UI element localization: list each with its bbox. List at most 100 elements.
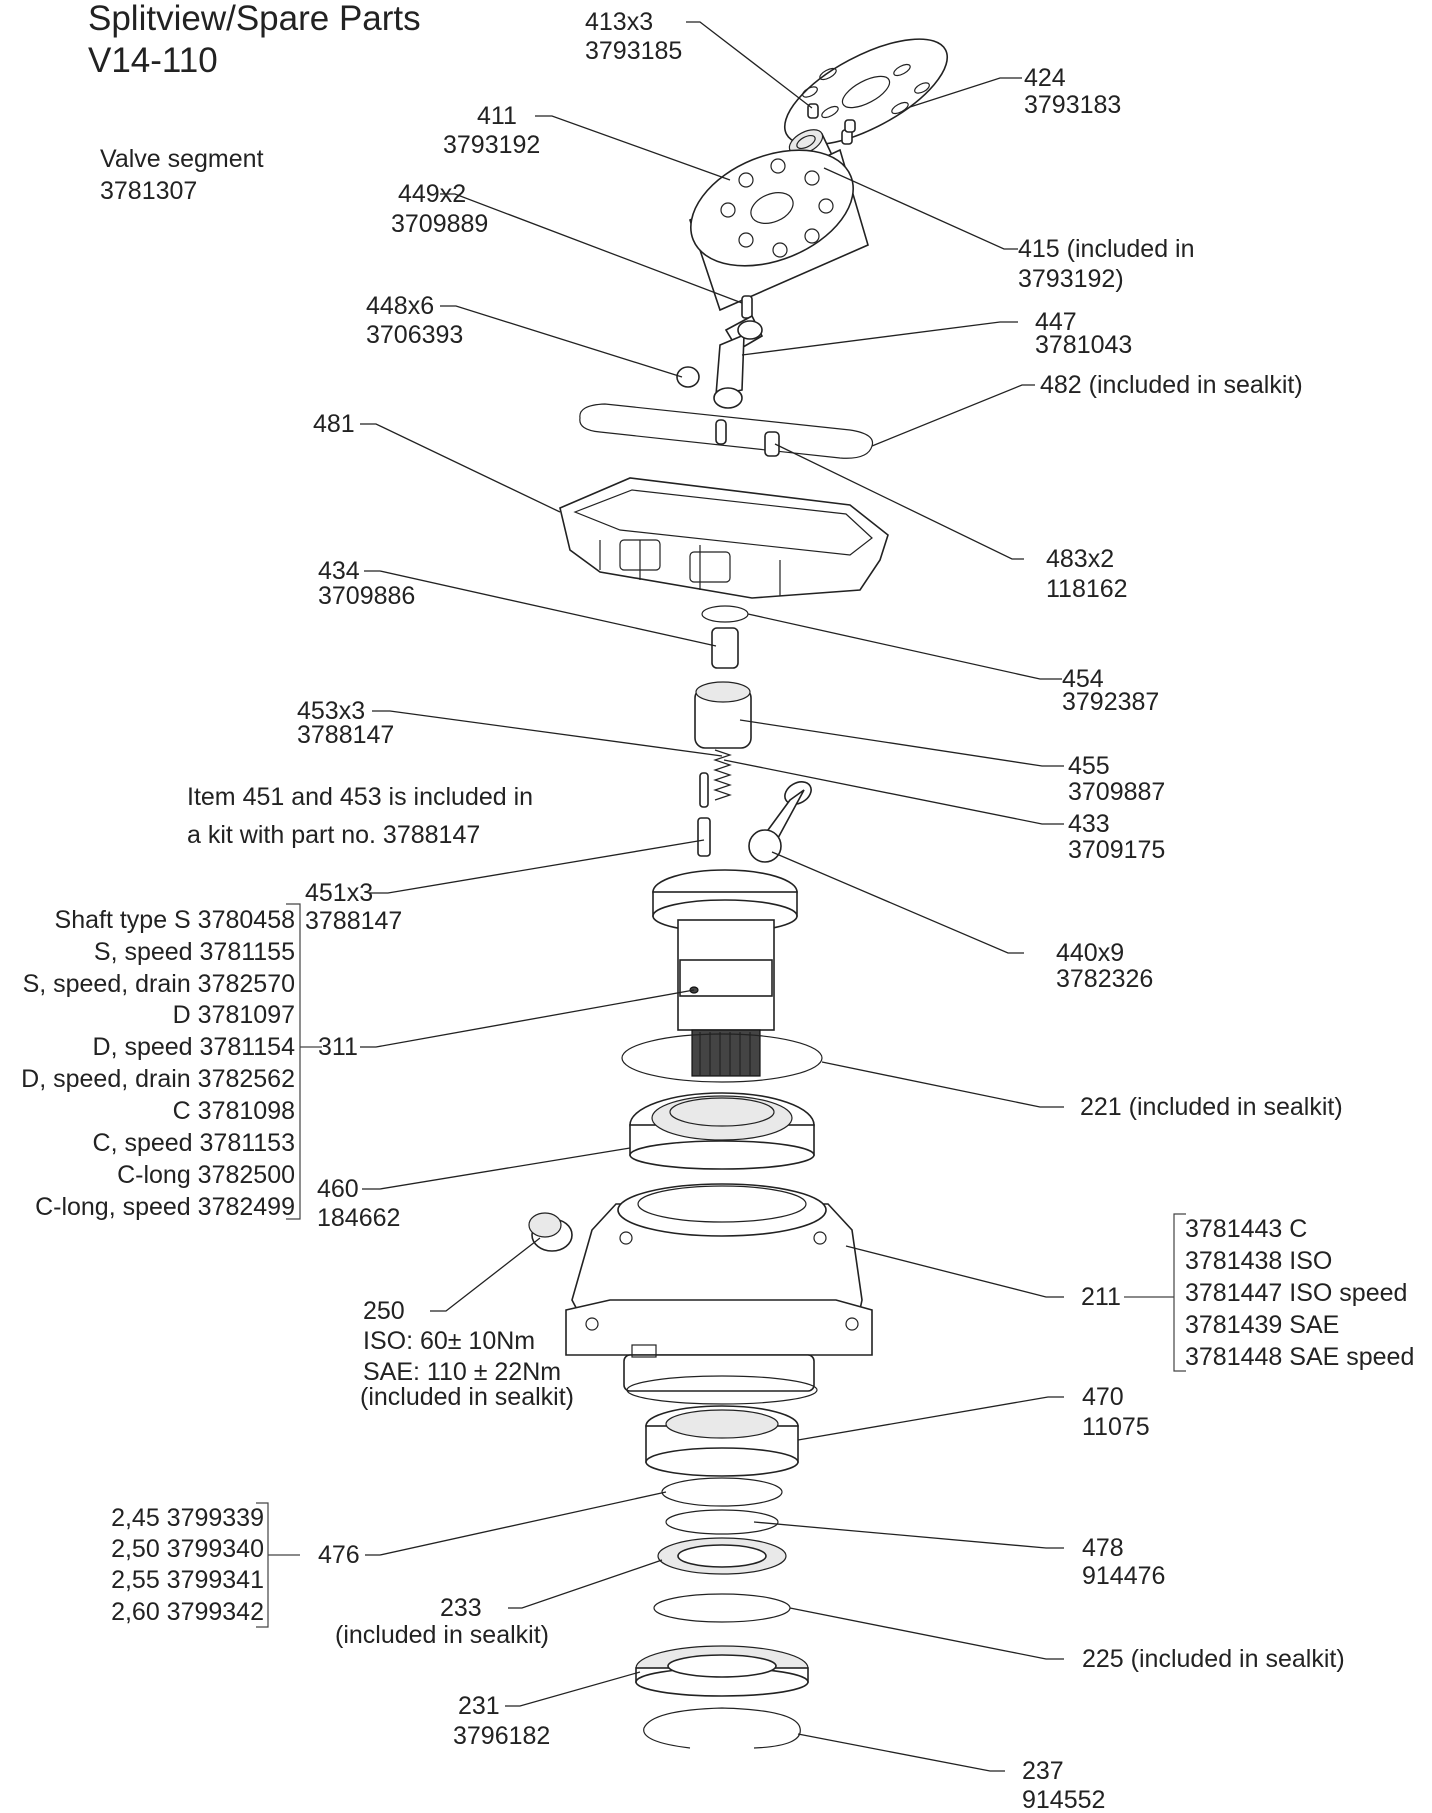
kit-note-line2: a kit with part no. 3788147 [187,821,480,849]
shaft-variant: Shaft type S 3780458 [55,906,295,934]
callout-225-item: 225 (included in sealkit) [1082,1645,1345,1673]
part-455-spring-cup [694,681,752,749]
part-211-housing [565,1183,873,1405]
callout-413-qty: 413x3 [585,8,653,36]
callout-211-item: 211 [1081,1283,1121,1311]
callout-478-item: 478 [1082,1534,1124,1562]
callout-478-partno: 914476 [1082,1562,1165,1590]
callout-483-qty: 483x2 [1046,545,1114,573]
part-454-snap-ring [701,605,749,623]
part-453-pin [699,772,709,808]
shaft-variant: C-long, speed 3782499 [35,1193,295,1221]
callout-440-qty: 440x9 [1056,939,1124,967]
callout-451-partno: 3788147 [305,907,402,935]
part-221-o-ring [621,1033,823,1083]
callout-460-partno: 184662 [317,1204,400,1232]
callout-455-item: 455 [1068,752,1110,780]
part-237-circlip [643,1707,801,1749]
callout-434-partno: 3709886 [318,582,415,610]
valve-segment-label: Valve segment [100,145,264,173]
callout-449-qty: 449x2 [398,180,466,208]
part-311-shaft [652,869,798,1077]
shaft-variants-bracket [286,903,301,1220]
callout-433-item: 433 [1068,810,1110,838]
shaft-variant: C 3781098 [173,1097,295,1125]
callout-447-partno: 3781043 [1035,331,1132,359]
callout-231-item: 231 [458,1692,500,1720]
shaft-variant: D, speed, drain 3782562 [21,1065,295,1093]
kit-note-line1: Item 451 and 453 is included in [187,783,533,811]
callout-411-partno: 3793192 [443,131,540,159]
callout-460-item: 460 [317,1175,359,1203]
shim-variants-list: 2,45 3799339 2,50 3799340 2,55 3799341 2… [111,1504,264,1626]
brackets [256,903,1186,1628]
shim-variants-bracket [256,1502,269,1628]
housing-variants-list: 3781443 C 3781438 ISO 3781447 ISO speed … [1185,1215,1414,1371]
callout-233-item: 233 [440,1594,482,1622]
callout-455-partno: 3709887 [1068,778,1165,806]
part-250-plug [528,1212,573,1252]
part-453-spring [713,749,732,801]
callout-453-partno: 3788147 [297,721,394,749]
callout-481-item: 481 [313,410,355,438]
part-448-cap [676,366,700,388]
housing-variant: 3781439 SAE [1185,1311,1339,1339]
shaft-variants-list: Shaft type S 3780458 S, speed 3781155 S,… [21,906,295,1221]
callout-454-partno: 3792387 [1062,688,1159,716]
callout-434-item: 434 [318,557,360,585]
callout-237-item: 237 [1022,1757,1064,1785]
housing-variant: 3781438 ISO [1185,1247,1332,1275]
callout-448-qty: 448x6 [366,292,434,320]
callout-447-item: 447 [1035,308,1077,336]
drawing-model: V14-110 [88,41,218,80]
part-476-shim [661,1477,783,1507]
part-481-end-cover [559,477,889,599]
callout-250-torque-iso: ISO: 60± 10Nm [363,1327,535,1355]
part-447-piston [713,314,764,409]
shim-variant: 2,60 3799342 [111,1598,264,1626]
callout-451-qty: 451x3 [305,879,373,907]
callout-470-item: 470 [1082,1383,1124,1411]
shim-variant: 2,55 3799341 [111,1566,264,1594]
part-413-pins [807,103,856,145]
part-460-bearing [629,1092,815,1170]
callout-250-sealkit: (included in sealkit) [360,1383,574,1411]
part-225-o-ring [653,1593,791,1623]
callout-449-partno: 3709889 [391,210,488,238]
housing-variants-bracket [1173,1213,1186,1372]
shaft-variant: C, speed 3781153 [93,1129,295,1157]
callout-415-item: 415 (included in [1018,235,1195,263]
part-478-snap-ring [665,1509,779,1535]
callout-250-torque-sae: SAE: 110 ± 22Nm [363,1358,561,1386]
drawing-title: Splitview/Spare Parts [88,0,421,38]
part-434-sleeve [711,627,739,669]
shaft-variant: S, speed, drain 3782570 [23,970,295,998]
callout-311-item: 311 [318,1033,358,1061]
callout-231-partno: 3796182 [453,1722,550,1750]
housing-variant: 3781447 ISO speed [1185,1279,1407,1307]
housing-variant: 3781448 SAE speed [1185,1343,1414,1371]
callout-415-note: 3793192) [1018,265,1124,293]
shaft-variant: D, speed 3781154 [93,1033,296,1061]
shaft-variant: S, speed 3781155 [94,938,295,966]
part-231-washer [635,1645,809,1697]
part-424-valve-plate [783,38,949,146]
callout-labels: 413x3 3793185 424 3793183 411 3793192 44… [297,8,1345,1813]
shaft-variant: C-long 3782500 [117,1161,295,1189]
callout-413-partno: 3793185 [585,37,682,65]
callout-250-item: 250 [363,1297,405,1325]
part-483-dowel-b [764,431,780,457]
part-451-pin [697,817,711,857]
part-233-seal [657,1537,787,1575]
shaft-variant: D 3781097 [173,1001,295,1029]
housing-variant: 3781443 C [1185,1215,1307,1243]
callout-411-item: 411 [477,102,517,130]
part-411-cylinder-block [689,148,869,312]
part-470-seal [645,1405,799,1477]
callout-221-item: 221 (included in sealkit) [1080,1093,1343,1121]
leader-lines [360,21,1064,1772]
callout-454-item: 454 [1062,665,1104,693]
callout-448-partno: 3706393 [366,321,463,349]
callout-424-partno: 3793183 [1024,91,1121,119]
